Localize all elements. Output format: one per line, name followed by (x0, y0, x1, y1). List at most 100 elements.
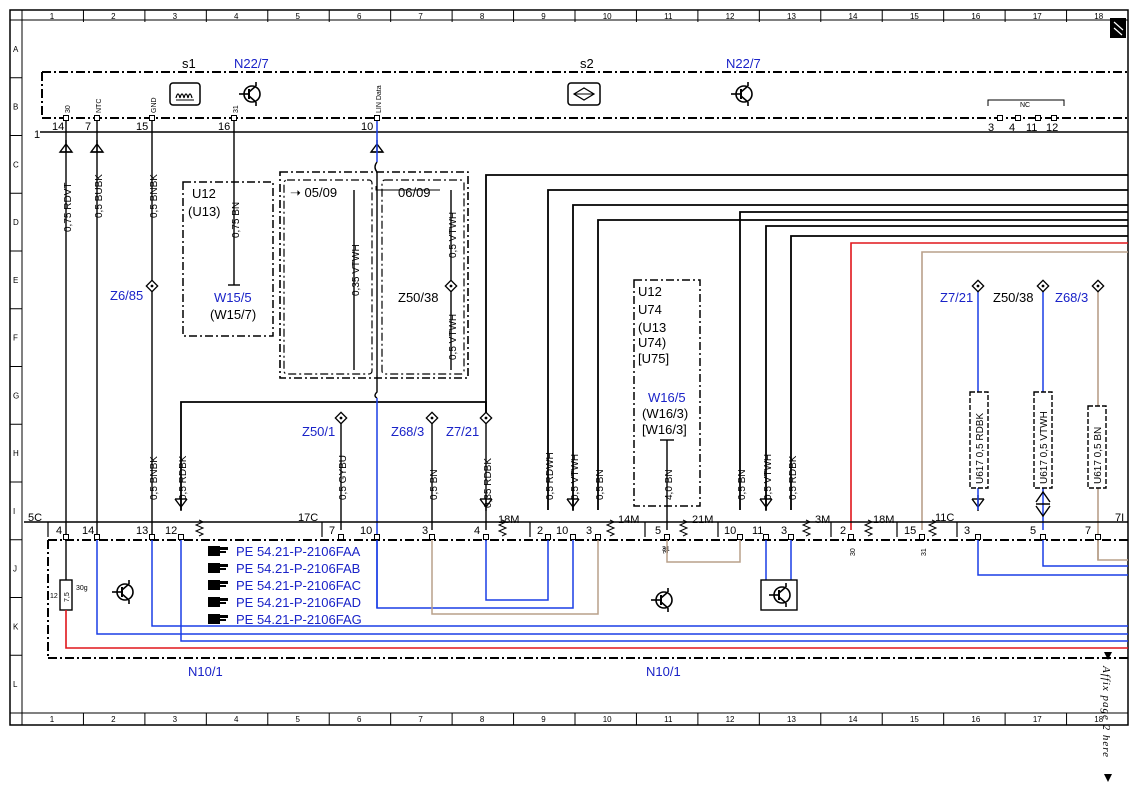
svg-text:14: 14 (82, 525, 94, 537)
wire-label-bn-10: 0,5 BN (595, 469, 606, 500)
reference-hand-icon (208, 580, 228, 590)
z68-3-label-b: Z68/3 (1055, 290, 1088, 305)
wire-label-vtwh-9: 0,5 VTWH (570, 454, 581, 500)
svg-text:7: 7 (329, 525, 335, 537)
u74-line-5: [U75] (638, 351, 669, 366)
grid-row-label: D (13, 218, 19, 227)
wire-label-rdbk-13: 0,5 RDBK (788, 455, 799, 500)
svg-text:11: 11 (1026, 122, 1037, 134)
top-module-box (41, 71, 1128, 119)
svg-text:7: 7 (85, 121, 91, 133)
svg-text:NTC: NTC (96, 99, 103, 113)
splice-z50-38 (444, 279, 458, 293)
grid-column-label: 17 (1033, 715, 1042, 724)
grid-column-label: 9 (541, 12, 546, 21)
affix-note: Affix page 2 here (1100, 666, 1112, 759)
top-pin-gnd: GND 15 (136, 97, 158, 133)
transistor-icon (730, 81, 753, 107)
w16-5-label: W16/5 (648, 390, 686, 405)
grid-row-label: A (13, 45, 19, 54)
reference-hand-icon (208, 597, 228, 607)
connector-5c: 5C (28, 512, 42, 524)
svg-text:31: 31 (233, 105, 240, 113)
wire-label-vtwh-12: 0,5 VTWH (763, 454, 774, 500)
grid-row-label: I (13, 507, 15, 516)
z6-85-label: Z6/85 (110, 288, 143, 303)
grid-row-label: H (13, 449, 19, 458)
grid-column-label: 18 (1094, 12, 1103, 21)
svg-text:2: 2 (840, 525, 846, 537)
svg-text:12: 12 (165, 525, 177, 537)
u617-vtwh-label: U617 0,5 VTWH (1039, 411, 1050, 484)
date-0609-label: 06/09 (398, 185, 431, 200)
edge-number: 1 (34, 129, 40, 141)
wire-label-vtwh-035: 0,35 VTWH (351, 244, 362, 296)
splice-z68-3 (1091, 279, 1105, 293)
grid-row-label: G (13, 391, 19, 400)
grid-column-label: 7 (418, 12, 423, 21)
svg-text:3: 3 (586, 525, 592, 537)
wire-label-rdbk-035: 0,35 RDBK (483, 458, 494, 508)
wire-label-bnbk-top: 0,5 BNBK (149, 174, 160, 218)
w16-3-alt-label: [W16/3] (642, 422, 687, 437)
reference-link[interactable]: PE 54.21-P-2106FAG (236, 612, 362, 627)
grid-column-label: 10 (603, 715, 612, 724)
svg-text:15: 15 (136, 121, 148, 133)
splice-z50-38 (1036, 279, 1050, 293)
pin-tag-31b: 31 (921, 548, 928, 556)
u74-line-4: U74) (638, 335, 666, 350)
svg-text:3: 3 (988, 122, 994, 134)
reference-link[interactable]: PE 54.21-P-2106FAA (236, 544, 361, 559)
grid-column-label: 3 (173, 715, 178, 724)
grid-column-label: 6 (357, 12, 362, 21)
wire-label-bn-7: 0,5 BN (429, 469, 440, 500)
w15-7-label: (W15/7) (210, 307, 256, 322)
wire-label-rdvt: 0,75 RDVT (63, 183, 74, 232)
connector-17c: 17C (298, 512, 318, 524)
wire-label-bnbk: 0,5 BNBK (149, 456, 160, 500)
reference-link[interactable]: PE 54.21-P-2106FAD (236, 595, 361, 610)
splice-z6-85 (145, 279, 159, 293)
u74-line-3: (U13 (638, 320, 666, 335)
z68-3-label-a: Z68/3 (391, 424, 424, 439)
sensor-icon (567, 82, 601, 106)
wire-label-bn-40: 4,0 BN (664, 469, 675, 500)
grid-column-label: 5 (296, 715, 301, 724)
grid-column-label: 11 (664, 12, 673, 21)
w16-3-label: (W16/3) (642, 406, 688, 421)
transistor-icon (238, 81, 261, 107)
wire-label-gybu: 0,5 GYBU (338, 455, 349, 500)
svg-text:3: 3 (964, 525, 970, 537)
reference-link[interactable]: PE 54.21-P-2106FAB (236, 561, 360, 576)
svg-text:3: 3 (422, 525, 428, 537)
u13-label: (U13) (188, 204, 221, 219)
svg-text:2: 2 (537, 525, 543, 537)
pin-tag-30: 30 (850, 548, 857, 556)
n22-left-label: N22/7 (234, 56, 269, 71)
wire-label-rdbk: 0,5 RDBK (178, 455, 189, 500)
reference-hand-icon (208, 563, 228, 573)
grid-row-label: L (13, 680, 18, 689)
svg-text:12: 12 (1046, 122, 1058, 134)
svg-text:30: 30 (65, 105, 72, 113)
grid-column-label: 17 (1033, 12, 1042, 21)
splice-z68-3 (425, 411, 439, 425)
reference-link[interactable]: PE 54.21-P-2106FAC (236, 578, 361, 593)
grid-column-label: 15 (910, 715, 919, 724)
svg-text:15: 15 (904, 525, 916, 537)
svg-text:LIN Data: LIN Data (376, 85, 383, 113)
u617-bn-label: U617 0,5 BN (1093, 427, 1104, 484)
wire-label-vtwh-b: 0,5 VTWH (448, 314, 459, 360)
grid-column-label: 13 (787, 715, 796, 724)
grid-row-label: E (13, 276, 18, 285)
svg-text:4: 4 (1009, 122, 1015, 134)
z50-38-label-b: Z50/38 (993, 290, 1033, 305)
connector-7i: 7I (1115, 512, 1124, 524)
u12-label: U12 (192, 186, 216, 201)
wire-label-bn-12: 0,5 BN (737, 469, 748, 500)
reference-hand-icon (208, 614, 228, 624)
date-variant-box (279, 171, 469, 379)
grid-column-label: 18 (1094, 715, 1103, 724)
s2-label: s2 (580, 56, 594, 71)
connector-21m: 21M (692, 514, 713, 526)
